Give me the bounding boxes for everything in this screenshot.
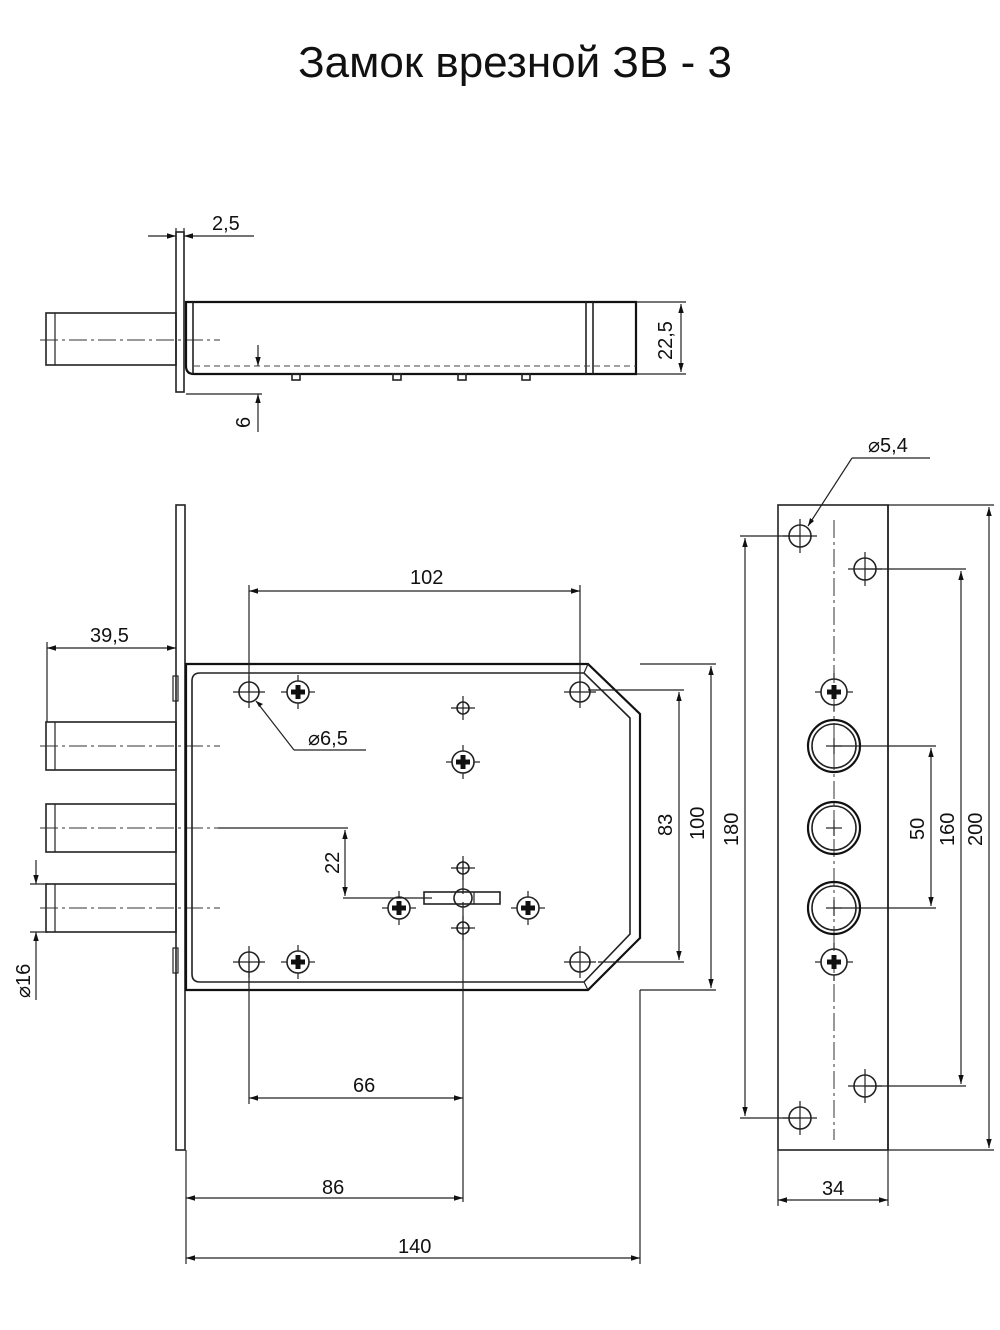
crosshair-circle-icon bbox=[451, 696, 475, 720]
crosshair-circle-icon bbox=[233, 676, 265, 708]
phillips-screw-icon bbox=[815, 673, 853, 711]
top-view: 2,5 22,5 6 bbox=[40, 213, 686, 432]
bolt-1 bbox=[40, 721, 220, 771]
dim-inner-height: 83 bbox=[655, 814, 677, 836]
icons-layer bbox=[233, 519, 882, 1135]
dim-strike-height: 200 bbox=[965, 813, 987, 846]
dim-mount-hole-diameter: ⌀6,5 bbox=[308, 728, 348, 750]
top-lock-body bbox=[184, 300, 638, 376]
drawing-title: Замок врезной ЗВ - 3 bbox=[298, 38, 732, 87]
crosshair-circle-icon bbox=[848, 1069, 882, 1103]
dim-strike-hole-spacing-inner: 160 bbox=[937, 813, 959, 846]
dim-strike-hole-spacing-outer: 180 bbox=[721, 813, 743, 846]
crosshair-circle-icon bbox=[451, 916, 475, 940]
dim-mount-hole-spacing: 102 bbox=[410, 567, 443, 589]
dim-body-thickness: 22,5 bbox=[655, 321, 677, 360]
dim-strike-hole-diameter: ⌀5,4 bbox=[868, 435, 908, 457]
keyhole-icon bbox=[423, 888, 501, 908]
crosshair-circle-icon bbox=[233, 946, 265, 978]
crosshair-circle-icon bbox=[564, 946, 596, 978]
phillips-screw-icon bbox=[281, 945, 315, 979]
dim-bolt-spacing: 50 bbox=[907, 818, 929, 840]
front-lock-body bbox=[184, 662, 642, 992]
phillips-screw-icon bbox=[511, 891, 545, 925]
dim-body-length: 140 bbox=[398, 1236, 431, 1258]
strike-view: 180 50 160 200 34 ⌀5,4 bbox=[721, 435, 994, 1206]
phillips-screw-icon bbox=[446, 745, 480, 779]
dim-body-height: 100 bbox=[687, 807, 709, 840]
dim-faceplate-thickness: 2,5 bbox=[212, 213, 240, 235]
dim-backset: 86 bbox=[322, 1177, 344, 1199]
top-bolt bbox=[45, 312, 177, 366]
phillips-screw-icon bbox=[382, 891, 416, 925]
phillips-screw-icon bbox=[281, 675, 315, 709]
dim-keyhole-offset: 22 bbox=[322, 852, 344, 874]
strike-bolt-hole-2 bbox=[806, 800, 862, 856]
strike-bolt-hole-3 bbox=[806, 880, 862, 936]
crosshair-circle-icon bbox=[451, 856, 475, 880]
bolt-3 bbox=[40, 883, 220, 933]
crosshair-circle-icon bbox=[783, 519, 817, 553]
strike-bolt-hole-1 bbox=[806, 718, 862, 774]
top-faceplate bbox=[175, 231, 185, 393]
front-view: ⌀16 39,5 102 ⌀6,5 22 83 100 bbox=[13, 504, 716, 1264]
dim-keyhole-to-mount: 66 bbox=[353, 1075, 375, 1097]
bolt-2 bbox=[40, 803, 220, 853]
crosshair-circle-icon bbox=[848, 552, 882, 586]
dim-strike-width: 34 bbox=[822, 1178, 844, 1200]
phillips-screw-icon bbox=[815, 943, 853, 981]
crosshair-circle-icon bbox=[564, 676, 596, 708]
dim-bolt-diameter: ⌀16 bbox=[13, 964, 35, 998]
dim-bolt-projection: 39,5 bbox=[90, 625, 129, 647]
dim-offset: 6 bbox=[233, 417, 255, 428]
crosshair-circle-icon bbox=[783, 1101, 817, 1135]
